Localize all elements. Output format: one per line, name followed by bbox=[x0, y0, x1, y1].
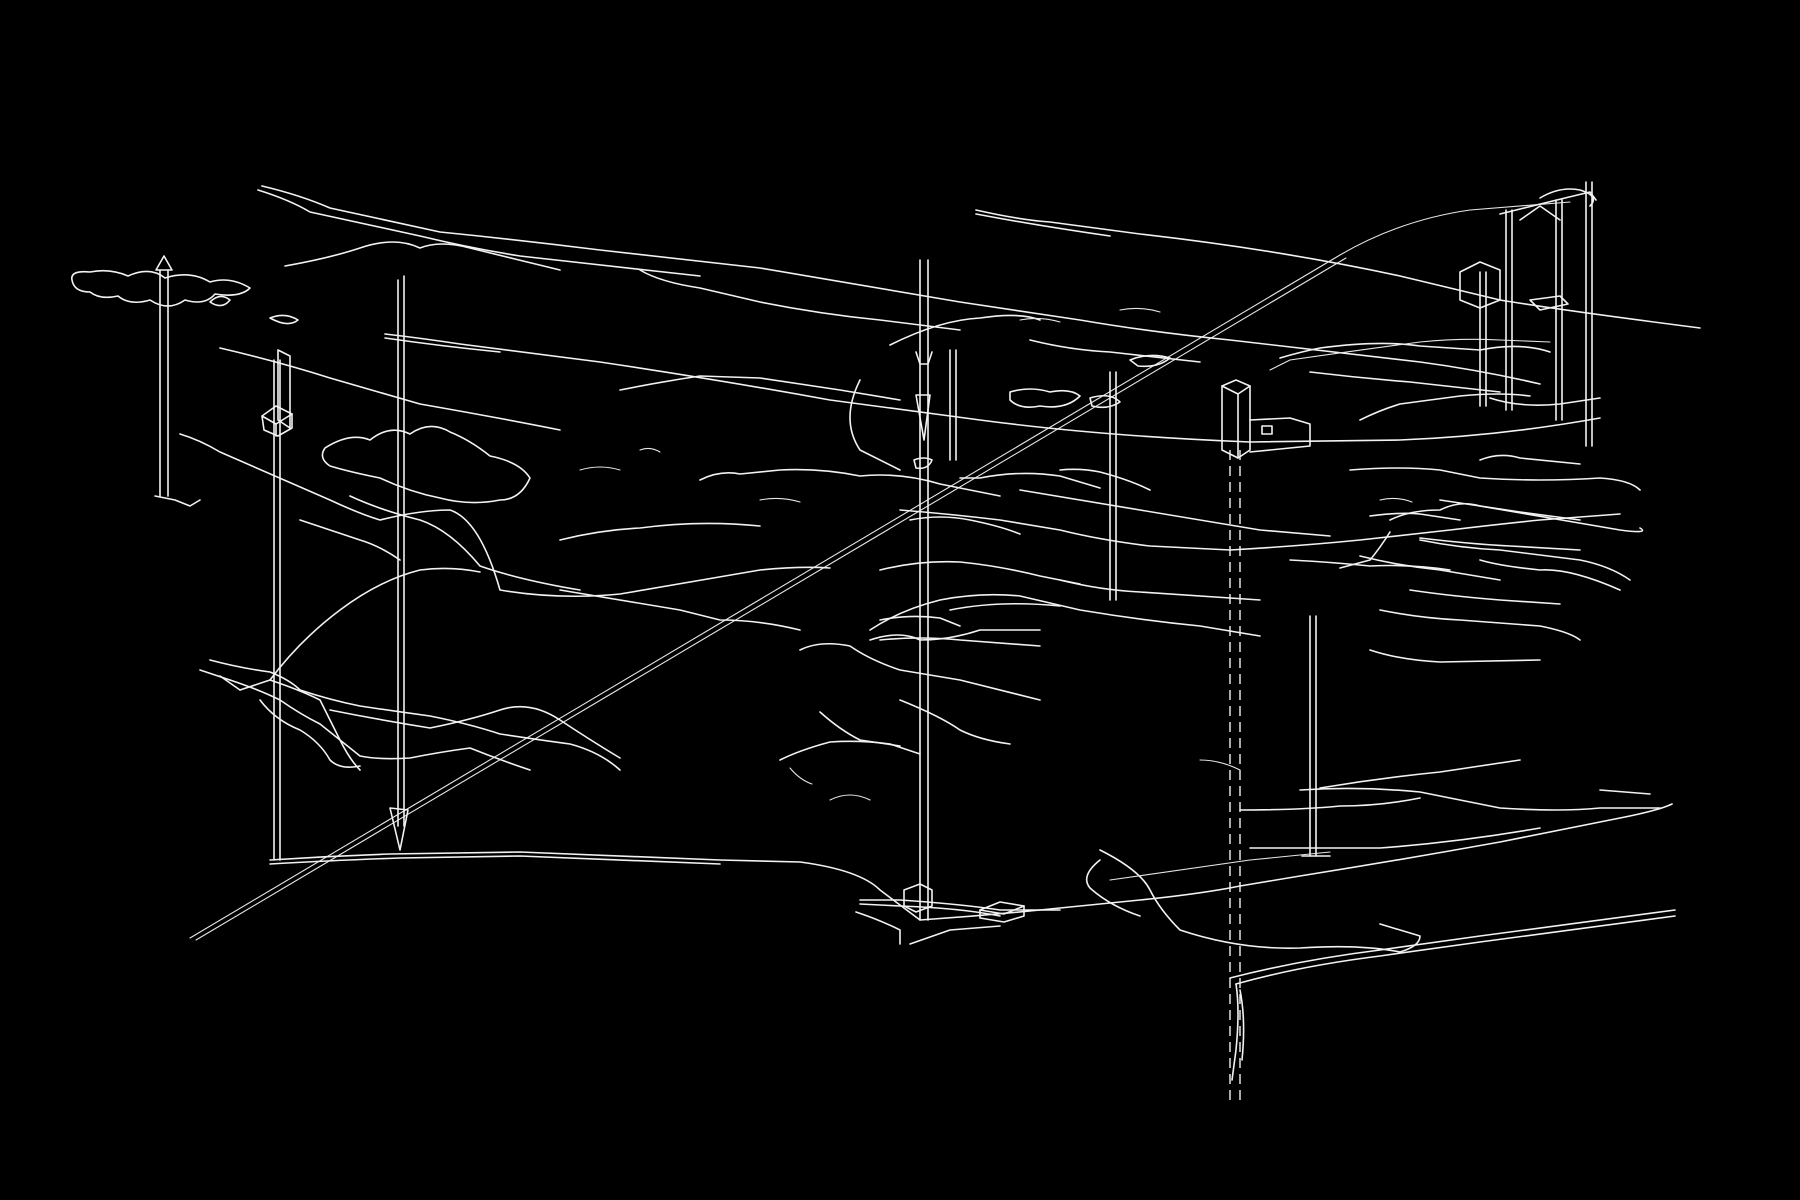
surface-structures bbox=[903, 188, 1601, 945]
lower-tunnel-network bbox=[269, 759, 1676, 1081]
diagonal-axis-line bbox=[189, 201, 1571, 941]
right-tunnel-branches bbox=[1349, 393, 1641, 663]
lower-left-network bbox=[199, 567, 621, 771]
central-tunnel-cluster bbox=[779, 593, 1261, 761]
upper-left-cavities bbox=[71, 269, 1171, 504]
vertical-shafts bbox=[154, 181, 1593, 1100]
detail-strokes bbox=[579, 307, 1413, 801]
middle-tunnel-network bbox=[179, 433, 1644, 647]
upper-tunnel-network bbox=[219, 185, 1701, 471]
